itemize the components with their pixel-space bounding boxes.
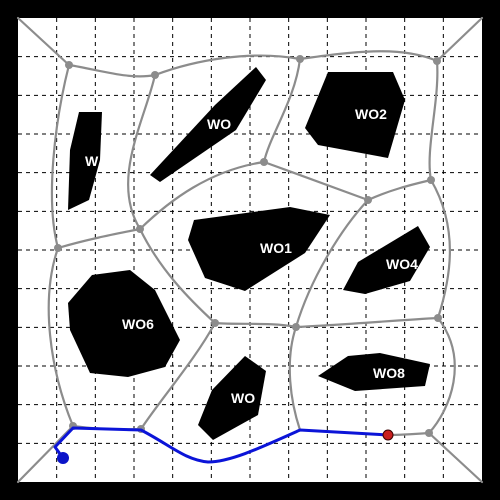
obstacle-wo-top [150,67,266,182]
obstacle-label: WO8 [373,365,405,381]
roadmap-node [54,244,62,252]
roadmap-edge [16,424,75,484]
roadmap-edges [16,16,484,484]
obstacle-w [68,112,102,210]
roadmap-edge [262,57,302,164]
roadmap-edge [138,227,217,325]
obstacle-wo1 [188,207,330,291]
roadmap-edge [294,198,370,329]
roadmap-node [296,55,304,63]
roadmap-edge [298,50,439,63]
roadmap-edge [47,246,75,428]
planned-path [53,426,390,464]
roadmap-node [364,196,372,204]
roadmap-edge [294,316,440,329]
roadmap-edge [127,73,157,231]
roadmap-edge [56,227,142,250]
obstacle-wo8 [318,353,430,391]
roadmap-edge [427,431,484,484]
obstacle-label: WO4 [386,256,418,272]
roadmap-node [425,429,433,437]
roadmap-node [260,158,268,166]
obstacle-label: WO [231,390,255,406]
obstacle-label: WO [207,116,231,132]
roadmap-edge [213,321,298,329]
roadmap-edge [50,63,71,250]
obstacle-wo-bottom [198,356,266,440]
roadmap-edge [288,325,302,432]
obstacle-wo2 [305,72,405,158]
obstacle-label: WO2 [355,106,387,122]
roadmap-edge [138,160,266,231]
roadmap-edge [428,59,439,182]
roadmap-edge [366,178,433,202]
roadmap-edge [435,16,484,63]
roadmap-edge [429,178,451,320]
obstacle-label: WO6 [122,316,154,332]
roadmap-edge [427,316,456,435]
roadmap-node [136,225,144,233]
obstacles [68,67,430,440]
goal-marker [382,429,394,441]
obstacle-wo4 [343,226,430,294]
roadmap-edge [139,321,217,431]
roadmap-node [151,71,159,79]
roadmap-edge [153,54,302,77]
roadmap-node [65,61,73,69]
roadmap-node [292,323,300,331]
roadmap-node [211,319,219,327]
roadmap-node [433,57,441,65]
obstacle-label: WO1 [260,240,292,256]
start-marker [57,452,69,464]
roadmap-edge [262,160,370,202]
roadmap-edge [16,16,71,67]
obstacle-wo6 [68,270,180,377]
obstacle-labels: W WO WO2 WO1 WO4 WO6 WO WO8 [85,106,418,406]
roadmap-node [427,176,435,184]
roadmap-nodes [54,55,442,437]
roadmap-edge [67,63,157,78]
roadmap-node [434,314,442,322]
obstacle-label: W [85,153,99,169]
